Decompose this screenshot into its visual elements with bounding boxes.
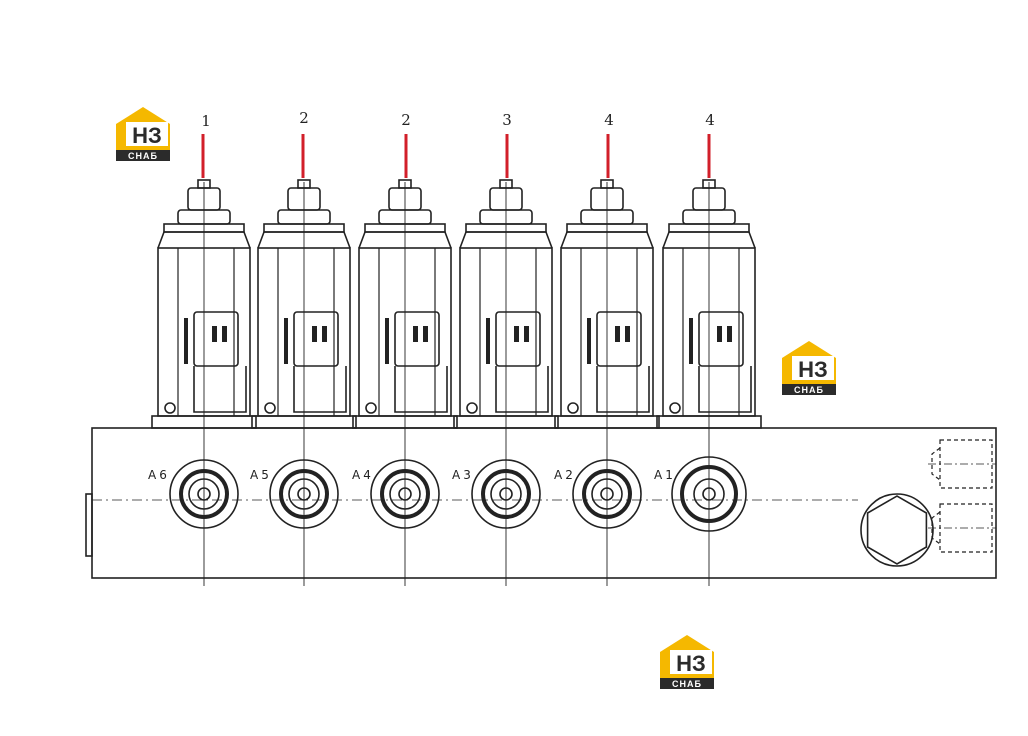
port-label: A2 xyxy=(554,468,576,482)
connector-housing xyxy=(293,366,347,413)
connector-housing xyxy=(495,366,549,413)
screw-head xyxy=(669,402,681,414)
coil-connector xyxy=(698,311,744,367)
plug-circle xyxy=(860,493,934,567)
side-bar xyxy=(587,318,591,364)
svg-text:НЗ: НЗ xyxy=(798,357,828,382)
connector-pin xyxy=(524,326,529,342)
coil-connector xyxy=(596,311,642,367)
connector-pin xyxy=(212,326,217,342)
screw-head xyxy=(466,402,478,414)
screw-head xyxy=(365,402,377,414)
svg-text:НЗ: НЗ xyxy=(132,123,162,148)
port-label: A6 xyxy=(148,468,170,482)
manifold-body xyxy=(91,427,997,579)
svg-text:СНАБ: СНАБ xyxy=(128,151,158,161)
port-label: A5 xyxy=(250,468,272,482)
side-bar xyxy=(385,318,389,364)
screw-head xyxy=(264,402,276,414)
brand-logo-icon: НЗ СНАБ xyxy=(112,104,174,162)
connector-pin xyxy=(727,326,732,342)
callout-number: 2 xyxy=(401,111,411,129)
connector-pin xyxy=(514,326,519,342)
screw-head xyxy=(164,402,176,414)
connector-housing xyxy=(698,366,752,413)
connector-pin xyxy=(322,326,327,342)
side-bar xyxy=(486,318,490,364)
connector-pin xyxy=(625,326,630,342)
callout-number: 3 xyxy=(502,111,512,129)
connector-housing xyxy=(193,366,247,413)
screw-head xyxy=(567,402,579,414)
svg-text:СНАБ: СНАБ xyxy=(794,385,824,395)
brand-logo-icon: НЗ СНАБ xyxy=(778,338,840,396)
brand-logo-icon: НЗ СНАБ xyxy=(656,632,718,690)
port-label: A4 xyxy=(352,468,374,482)
connector-pin xyxy=(222,326,227,342)
connector-pin xyxy=(717,326,722,342)
side-bar xyxy=(184,318,188,364)
fitting-tip xyxy=(931,511,941,545)
connector-housing xyxy=(394,366,448,413)
side-bar xyxy=(689,318,693,364)
connector-housing xyxy=(596,366,650,413)
callout-number: 4 xyxy=(604,111,614,129)
side-stub xyxy=(85,493,93,557)
connector-pin xyxy=(615,326,620,342)
connector-pin xyxy=(312,326,317,342)
callout-number: 4 xyxy=(705,111,715,129)
coil-connector xyxy=(193,311,239,367)
plug-hex xyxy=(866,495,928,565)
coil-connector xyxy=(293,311,339,367)
fitting-tip xyxy=(931,447,941,481)
callout-number: 2 xyxy=(299,109,309,127)
coil-connector xyxy=(495,311,541,367)
connector-pin xyxy=(423,326,428,342)
side-bar xyxy=(284,318,288,364)
connector-pin xyxy=(413,326,418,342)
svg-text:НЗ: НЗ xyxy=(676,651,706,676)
coil-connector xyxy=(394,311,440,367)
svg-text:СНАБ: СНАБ xyxy=(672,679,702,689)
port-label: A3 xyxy=(452,468,474,482)
callout-number: 1 xyxy=(201,112,211,130)
port-label: A1 xyxy=(654,468,676,482)
